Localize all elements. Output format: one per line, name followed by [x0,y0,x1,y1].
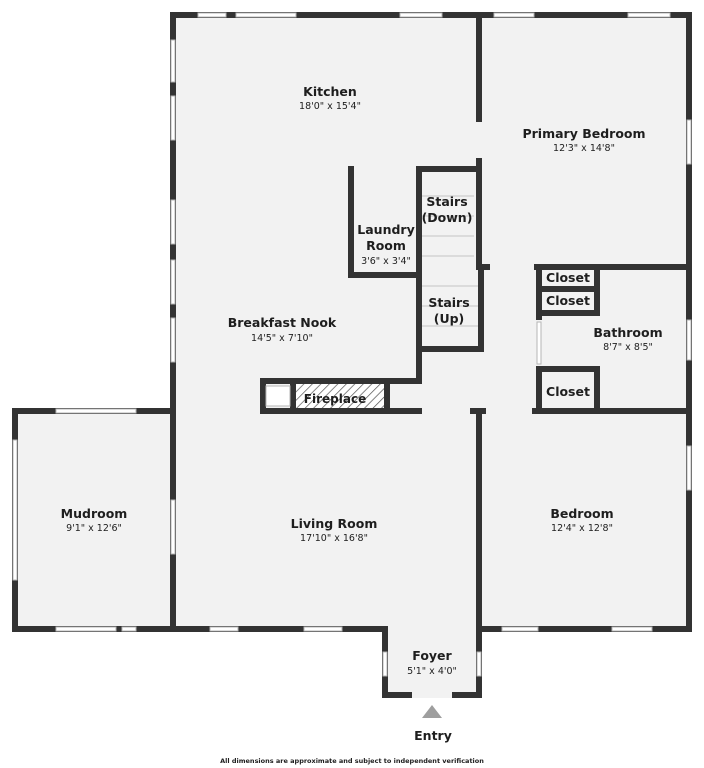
breakfast-nook-name: Breakfast Nook [228,315,337,330]
disclaimer: All dimensions are approximate and subje… [220,757,484,765]
foyer-name: Foyer [412,648,452,663]
laundry-line1: Laundry [357,222,414,237]
entry-arrow-icon [422,705,442,718]
fireplace-label: Fireplace [304,392,366,406]
room-primary-bedroom: Primary Bedroom 12'3" x 14'8" [522,126,645,154]
floor-fills [12,12,692,698]
primary-bedroom-dims: 12'3" x 14'8" [553,143,615,154]
stairs-down-treads [422,195,474,257]
room-kitchen: Kitchen 18'0" x 15'4" [299,84,361,112]
room-bedroom: Bedroom 12'4" x 12'8" [550,506,613,534]
living-room-dims: 17'10" x 16'8" [300,533,368,544]
bedroom-dims: 12'4" x 12'8" [551,523,613,534]
room-stairs-up: Stairs (Up) [428,295,469,326]
windows [12,12,692,677]
room-laundry: Laundry Room 3'6" x 3'4" [357,222,414,267]
room-foyer: Foyer 5'1" x 4'0" [407,648,457,677]
bathroom-name: Bathroom [593,325,662,340]
laundry-line2: Room [366,238,406,253]
kitchen-name: Kitchen [303,84,357,99]
room-closet-3: Closet [546,384,590,399]
kitchen-dims: 18'0" x 15'4" [299,101,361,112]
laundry-dims: 3'6" x 3'4" [361,256,411,267]
mudroom-dims: 9'1" x 12'6" [66,523,122,534]
room-mudroom: Mudroom 9'1" x 12'6" [61,506,128,534]
stairs-down-line2: (Down) [422,210,473,225]
closet-2-name: Closet [546,293,590,308]
room-breakfast-nook: Breakfast Nook 14'5" x 7'10" [228,315,337,344]
stairs-up-line1: Stairs [428,295,469,310]
stairs-down-line1: Stairs [426,194,467,209]
closet-3-name: Closet [546,384,590,399]
mudroom-name: Mudroom [61,506,128,521]
bedroom-name: Bedroom [550,506,613,521]
stairs-up-treads [422,285,478,327]
stairs-up-line2: (Up) [434,311,465,326]
fireplace-hearth [296,384,384,410]
primary-bedroom-name: Primary Bedroom [522,126,645,141]
room-stairs-down: Stairs (Down) [422,194,473,225]
room-living-room: Living Room 17'10" x 16'8" [291,516,378,544]
fireplace: Fireplace [304,392,366,406]
bathroom-dims: 8'7" x 8'5" [603,342,653,353]
closet-1-name: Closet [546,270,590,285]
living-room-name: Living Room [291,516,378,531]
breakfast-nook-dims: 14'5" x 7'10" [251,333,313,344]
room-bathroom: Bathroom 8'7" x 8'5" [593,325,662,353]
room-closet-1: Closet [546,270,590,285]
foyer-dims: 5'1" x 4'0" [407,666,457,677]
entry-label: Entry [414,728,452,743]
room-closet-2: Closet [546,293,590,308]
